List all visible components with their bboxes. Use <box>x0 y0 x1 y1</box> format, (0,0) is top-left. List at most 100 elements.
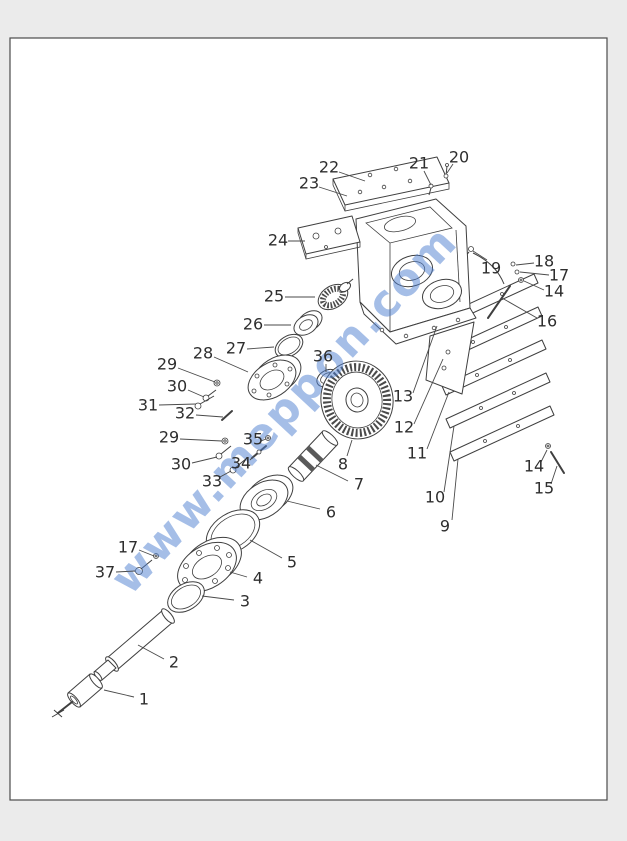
callout-36: 36 <box>313 347 333 366</box>
leader-line-4 <box>229 571 248 578</box>
callout-32: 32 <box>175 404 195 423</box>
flange-28 <box>247 354 302 401</box>
callout-6: 6 <box>326 503 336 522</box>
coupler-1 <box>51 673 103 718</box>
callout-1: 1 <box>139 690 149 709</box>
callout-37: 37 <box>95 563 115 582</box>
washer-17a <box>514 269 520 275</box>
bolt-37 <box>135 559 153 575</box>
cover-plate-22 <box>332 156 450 212</box>
spline-gear-25 <box>317 278 354 311</box>
leader-line-12 <box>413 358 444 425</box>
leader-line-30 <box>187 389 205 398</box>
callout-17: 17 <box>549 266 569 285</box>
side-plate-11 <box>441 339 547 396</box>
shaft-7 <box>287 430 339 482</box>
callout-16: 16 <box>537 312 557 331</box>
washer-35 <box>265 435 271 441</box>
side-plate-9 <box>449 405 555 462</box>
callout-8: 8 <box>338 455 348 474</box>
callout-27: 27 <box>226 339 246 358</box>
leader-line-7 <box>315 464 349 482</box>
washer-29a <box>213 379 221 387</box>
washer-18 <box>510 261 516 267</box>
callout-29: 29 <box>159 428 179 447</box>
leader-line-13 <box>412 325 438 394</box>
callout-17: 17 <box>118 538 138 557</box>
leader-line-15 <box>550 465 558 485</box>
leader-line-22 <box>338 171 366 182</box>
leader-line-18 <box>515 262 535 266</box>
washer-14a <box>518 277 524 283</box>
bolt-31 <box>194 395 215 410</box>
gearbox-housing <box>355 198 477 395</box>
leader-line-29 <box>179 438 223 442</box>
callout-30: 30 <box>171 455 191 474</box>
leader-line-17 <box>519 271 550 276</box>
callout-29: 29 <box>157 355 177 374</box>
side-plate-10 <box>445 372 551 429</box>
leader-line-3 <box>201 595 235 601</box>
leader-line-21 <box>423 170 432 186</box>
callout-3: 3 <box>240 592 250 611</box>
pin-32 <box>221 410 233 421</box>
pin-16 <box>487 285 511 319</box>
pin-15 <box>550 451 565 474</box>
leader-line-5 <box>249 539 283 559</box>
leader-line-19 <box>472 250 488 261</box>
leader-line-17 <box>138 549 155 557</box>
callout-33: 33 <box>202 472 222 491</box>
callout-35: 35 <box>243 430 263 449</box>
bearing-6 <box>239 474 294 521</box>
leader-line-33 <box>219 470 232 478</box>
callout-22: 22 <box>319 158 339 177</box>
leader-line-27 <box>246 346 275 350</box>
callout-12: 12 <box>394 418 414 437</box>
callout-30: 30 <box>167 377 187 396</box>
mount-plate-24 <box>297 215 361 260</box>
leader-line-23 <box>318 186 348 197</box>
callout-9: 9 <box>440 517 450 536</box>
leader-line-9 <box>451 458 459 521</box>
screw-20 <box>443 163 449 179</box>
callout-11: 11 <box>407 444 427 463</box>
callout-13: 13 <box>393 387 413 406</box>
callout-5: 5 <box>287 553 297 572</box>
exploded-drawing <box>51 156 565 718</box>
callout-18: 18 <box>534 252 554 271</box>
leader-line-32 <box>195 414 224 418</box>
callout-2: 2 <box>169 653 179 672</box>
callout-23: 23 <box>299 174 319 193</box>
leader-line-2 <box>137 644 165 660</box>
callout-14: 14 <box>524 457 544 476</box>
leader-line-35 <box>260 438 267 442</box>
callout-10: 10 <box>425 488 445 507</box>
callout-24: 24 <box>268 231 288 250</box>
leader-line-31 <box>158 403 197 406</box>
leader-line-34 <box>249 452 258 461</box>
leader-line-1 <box>103 689 135 698</box>
callout-31: 31 <box>138 396 158 415</box>
bolt-30b <box>215 445 232 460</box>
gear-8 <box>320 360 394 440</box>
callout-19: 19 <box>481 259 501 278</box>
snap-ring-27 <box>274 333 304 359</box>
callout-34: 34 <box>231 454 251 473</box>
callout-28: 28 <box>193 344 213 363</box>
leader-line-37 <box>115 570 136 573</box>
leader-line-20 <box>446 163 454 174</box>
leader-line-29 <box>177 367 216 383</box>
leader-line-28 <box>213 356 249 373</box>
gasket-3 <box>167 581 205 613</box>
callout-21: 21 <box>409 154 429 173</box>
callout-15: 15 <box>534 479 554 498</box>
leader-line-16 <box>501 297 538 319</box>
leader-line-10 <box>443 425 455 493</box>
leader-line-14 <box>540 449 548 463</box>
leader-line-14 <box>523 280 545 291</box>
callout-4: 4 <box>253 569 263 588</box>
washer-14b <box>545 443 551 449</box>
callout-14: 14 <box>544 282 564 301</box>
